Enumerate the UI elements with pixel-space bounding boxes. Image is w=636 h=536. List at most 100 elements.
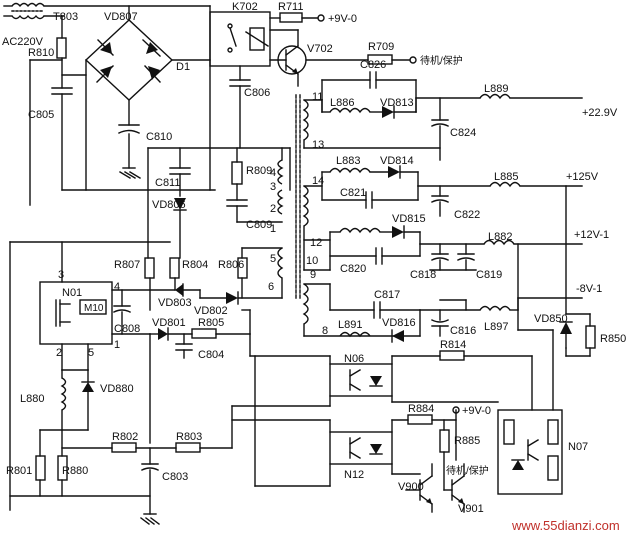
resistor-r804 [169, 257, 180, 279]
label-pin3: 3 [58, 269, 64, 281]
label-r885: R885 [454, 435, 480, 447]
label-pin11: 11 [312, 91, 323, 103]
label-c826: C826 [360, 59, 386, 71]
label-n07: N07 [568, 441, 588, 453]
label-l889: L889 [484, 83, 508, 95]
optocoupler-n06 [329, 363, 393, 397]
label-out-m8v1: -8V-1 [576, 283, 602, 295]
ic-n07-tl431 [497, 409, 563, 495]
label-r850: R850 [600, 333, 626, 345]
capacitor-c803 [140, 463, 160, 525]
label-vd816: VD816 [382, 317, 416, 329]
label-pin5b: 5 [270, 253, 276, 265]
label-r804: R804 [182, 259, 208, 271]
label-c822: C822 [454, 209, 480, 221]
label-c803: C803 [162, 471, 188, 483]
input-transformer-t803 [3, 2, 211, 20]
label-c817: C817 [374, 289, 400, 301]
inductor-vd815-path [329, 227, 393, 234]
label-c810: C810 [146, 131, 172, 143]
capacitor-c820 [329, 247, 421, 265]
label-r802: R802 [112, 431, 138, 443]
label-out-22v9: +22.9V [582, 107, 618, 119]
label-v900: V900 [398, 481, 424, 493]
label-vd802: VD802 [194, 305, 228, 317]
label-standby-bot: 待机/保护 [446, 464, 489, 477]
label-v901: V901 [458, 503, 484, 515]
label-r805: R805 [198, 317, 224, 329]
capacitor-c809 [226, 199, 248, 223]
label-pin5: 5 [88, 347, 94, 359]
label-k702: K702 [232, 1, 258, 13]
label-pin8: 8 [322, 325, 328, 337]
inductor-l886 [321, 107, 371, 114]
label-out-125v: +125V [566, 171, 599, 183]
capacitor-c817 [329, 301, 421, 319]
inductor-l883 [321, 167, 389, 174]
optocoupler-n12 [329, 431, 393, 465]
resistor-r884 [407, 414, 433, 425]
label-c811: C811 [155, 177, 180, 189]
label-c821: C821 [340, 187, 366, 199]
label-r810: R810 [28, 47, 54, 59]
label-l886: L886 [330, 97, 354, 109]
label-n01: N01 [62, 287, 82, 299]
diode-vd803 [175, 283, 201, 297]
label-r709: R709 [368, 41, 394, 53]
winding-9-8 [302, 283, 309, 325]
label-c819: C819 [476, 269, 502, 281]
label-pin6b: 6 [268, 281, 274, 293]
label-ac220v: AC220V [2, 36, 44, 48]
label-d1: D1 [176, 61, 190, 73]
label-pin4: 4 [270, 167, 276, 179]
label-c805: C805 [28, 109, 54, 121]
label-r806: R806 [218, 259, 244, 271]
inductor-l885 [489, 181, 583, 188]
relay-k702 [209, 11, 271, 67]
resistor-r805 [191, 328, 217, 339]
label-pin12: 12 [310, 237, 322, 249]
label-n12: N12 [344, 469, 364, 481]
bridge-rectifier-vd807 [84, 19, 174, 101]
capacitor-c821 [321, 191, 419, 209]
label-t803: T803 [53, 11, 78, 23]
inductor-l889 [479, 93, 583, 100]
resistor-r803 [175, 442, 201, 453]
label-r711: R711 [278, 1, 303, 13]
resistor-r814 [439, 350, 465, 361]
transformer-primary-windings [277, 147, 291, 279]
inductor-l891 [339, 331, 371, 338]
label-v702: V702 [307, 43, 333, 55]
label-c820: C820 [340, 263, 366, 275]
capacitor-c822 [431, 185, 449, 217]
resistor-r802 [111, 442, 137, 453]
capacitor-c816 [431, 299, 467, 337]
label-l880: L880 [20, 393, 44, 405]
label-pin14: 14 [312, 175, 324, 187]
label-r801: R801 [6, 465, 32, 477]
label-c804: C804 [198, 349, 224, 361]
capacitor-c824 [431, 97, 449, 161]
label-pin4a: 4 [114, 281, 120, 293]
label-pin13: 13 [312, 139, 324, 151]
label-c808: C808 [114, 323, 140, 335]
diode-vd814 [388, 165, 419, 179]
resistor-r809 [231, 161, 243, 185]
label-r809: R809 [246, 165, 272, 177]
label-standby-top: 待机/保护 [420, 54, 463, 67]
label-vd806: VD806 [152, 199, 186, 211]
resistor-r885 [439, 429, 450, 453]
label-l882: L882 [488, 231, 512, 243]
resistor-r850 [585, 325, 596, 349]
resistor-r807 [144, 257, 155, 279]
winding-14-12 [302, 185, 309, 227]
label-c816: C816 [450, 325, 476, 337]
diode-vd801 [158, 327, 169, 341]
label-vd803: VD803 [158, 297, 192, 309]
label-n06: N06 [344, 353, 364, 365]
capacitor-c818 [431, 243, 449, 271]
label-vd850: VD850 [534, 313, 568, 325]
resistor-r810 [56, 37, 67, 59]
capacitor-c810 [118, 124, 141, 179]
